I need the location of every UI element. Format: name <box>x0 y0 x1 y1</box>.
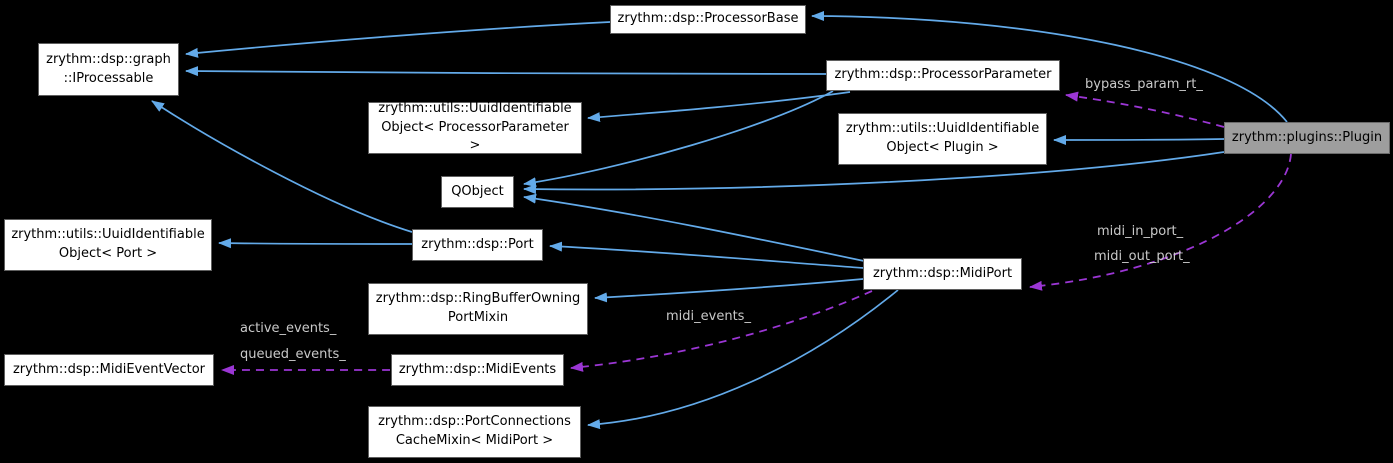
edge-port-to-iprocessable <box>151 100 413 233</box>
node-midi-port[interactable]: zrythm::dsp::MidiPort <box>863 258 1022 290</box>
edge-midiport-to-port <box>549 241 865 269</box>
edge-plugin-to-midiport-usage <box>1029 153 1292 291</box>
node-plugin-current[interactable]: zrythm::plugins::Plugin <box>1224 122 1390 154</box>
edge-plugin-to-processorparameter-bypass <box>1065 91 1225 128</box>
edge-plugin-to-processorbase <box>811 11 1288 123</box>
node-midi-event-vector[interactable]: zrythm::dsp::MidiEventVector <box>4 354 214 386</box>
edge-label-queued-events: queued_events_ <box>240 347 346 362</box>
edge-label-bypass-param-rt: bypass_param_rt_ <box>1085 77 1203 92</box>
node-qobject[interactable]: QObject <box>441 176 514 208</box>
edge-label-midi-events: midi_events_ <box>666 309 751 324</box>
edge-midiport-to-portconnections <box>587 289 899 430</box>
node-port-connections-cache-mixin[interactable]: zrythm::dsp::PortConnections CacheMixin<… <box>368 406 581 458</box>
edge-processorparameter-to-qobject <box>523 90 834 188</box>
edge-port-to-uuidport <box>218 238 413 249</box>
node-ring-buffer-owning-port-mixin[interactable]: zrythm::dsp::RingBufferOwning PortMixin <box>368 283 588 335</box>
node-port[interactable]: zrythm::dsp::Port <box>412 229 543 261</box>
node-uuid-identifiable-object-port[interactable]: zrythm::utils::UuidIdentifiable Object< … <box>4 219 212 271</box>
node-processor-parameter[interactable]: zrythm::dsp::ProcessorParameter <box>826 60 1060 91</box>
edge-plugin-to-qobject <box>523 151 1225 195</box>
node-uuid-identifiable-object-processor-parameter[interactable]: zrythm::utils::UuidIdentifiable Object< … <box>368 101 582 154</box>
node-iprocessable[interactable]: zrythm::dsp::graph ::IProcessable <box>38 43 179 96</box>
edge-label-midi-in-port: midi_in_port_ <box>1097 224 1184 239</box>
node-uuid-identifiable-object-plugin[interactable]: zrythm::utils::UuidIdentifiable Object< … <box>838 113 1047 165</box>
edge-midiport-to-qobject <box>523 193 865 262</box>
edge-midiport-to-ringbuffer <box>594 278 864 303</box>
edge-processorparameter-to-uuidprocparam <box>587 91 851 123</box>
edge-processorbase-to-iprocessable <box>185 21 611 58</box>
edge-processorparameter-to-iprocessable <box>185 66 827 77</box>
edge-midiport-to-midievents-usage <box>570 290 873 372</box>
edge-plugin-to-uuidplugin <box>1053 134 1225 145</box>
node-midi-events[interactable]: zrythm::dsp::MidiEvents <box>391 354 564 386</box>
edge-label-active-events: active_events_ <box>240 321 337 336</box>
node-processor-base[interactable]: zrythm::dsp::ProcessorBase <box>610 5 806 34</box>
edge-label-midi-out-port: midi_out_port_ <box>1094 249 1190 264</box>
